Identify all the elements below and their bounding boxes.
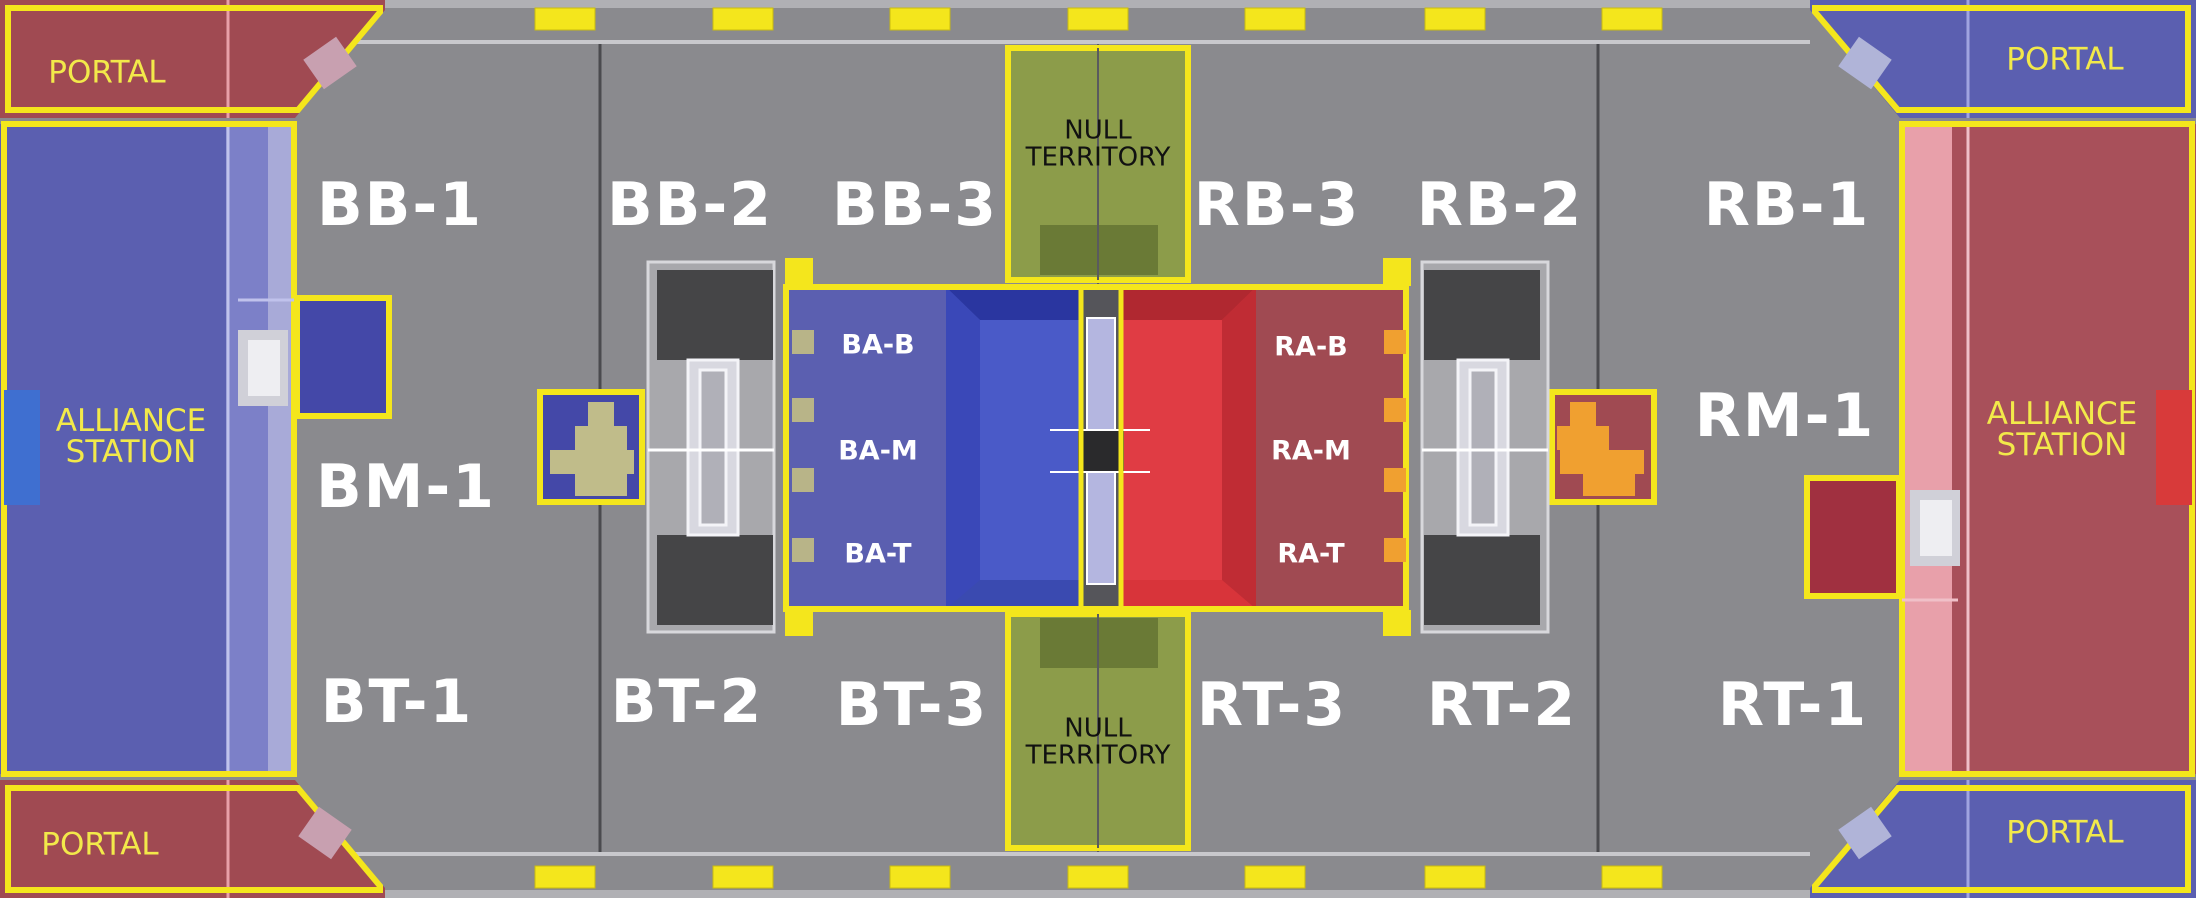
zone-rb-3: RB-3 <box>1193 170 1361 240</box>
zone-rm-1: RM-1 <box>1694 381 1876 451</box>
zone-rt-1: RT-1 <box>1717 670 1869 740</box>
portal-label-bottom-left: PORTAL <box>41 826 159 863</box>
zone-rt-3: RT-3 <box>1196 670 1348 740</box>
zone-bb-2: BB-2 <box>606 170 774 240</box>
plate-ba-m: BA-M <box>838 435 918 467</box>
zone-bm-1: BM-1 <box>315 452 497 522</box>
null-territory-bottom-label: NULL TERRITORY <box>1025 713 1171 771</box>
zone-bt-3: BT-3 <box>835 670 989 740</box>
zone-bb-3: BB-3 <box>831 170 999 240</box>
zone-rt-2: RT-2 <box>1426 670 1578 740</box>
plate-ba-b: BA-B <box>841 329 915 361</box>
portal-label-top-right: PORTAL <box>2006 41 2124 78</box>
zone-bb-1: BB-1 <box>316 170 484 240</box>
zone-rb-2: RB-2 <box>1416 170 1584 240</box>
zone-bt-2: BT-2 <box>610 667 764 737</box>
plate-ra-t: RA-T <box>1277 538 1345 570</box>
null-territory-top-label: NULL TERRITORY <box>1025 115 1171 173</box>
zone-bt-1: BT-1 <box>320 667 474 737</box>
red-alliance-station-label: ALLIANCE STATION <box>1986 396 2138 463</box>
portal-label-top-left: PORTAL <box>48 54 166 91</box>
plate-ba-t: BA-T <box>844 538 912 570</box>
plate-ra-b: RA-B <box>1274 331 1348 363</box>
blue-alliance-station-label: ALLIANCE STATION <box>55 403 207 470</box>
plate-ra-m: RA-M <box>1271 435 1351 467</box>
wall-markers <box>534 7 1663 889</box>
zone-rb-1: RB-1 <box>1703 170 1871 240</box>
portal-label-bottom-right: PORTAL <box>2006 814 2124 851</box>
